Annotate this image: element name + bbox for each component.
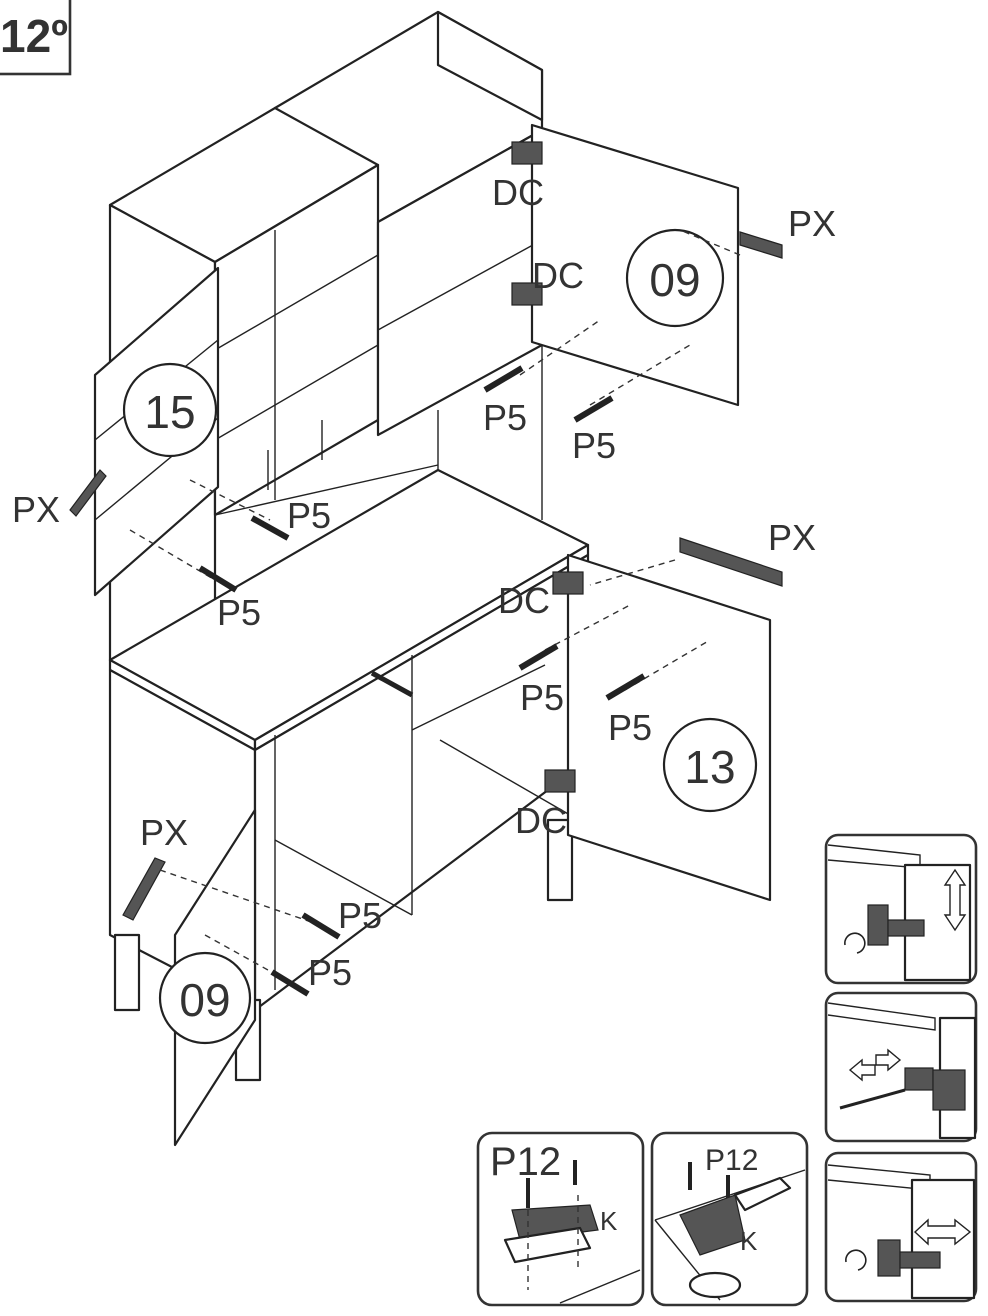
door-13: 13 bbox=[566, 553, 772, 902]
adjustment-detail-lateral bbox=[824, 1151, 978, 1303]
hinge-label: DC bbox=[532, 255, 584, 296]
screw-label: P5 bbox=[338, 895, 382, 936]
part-label-09-lower: 09 bbox=[179, 974, 230, 1026]
upper-hutch bbox=[108, 10, 590, 752]
adjustment-detail-vertical bbox=[824, 833, 978, 985]
mount-screw-label: P12 bbox=[705, 1144, 758, 1177]
hinge-icon bbox=[877, 1239, 901, 1277]
screw-label: P5 bbox=[572, 425, 616, 466]
lower-base bbox=[108, 553, 590, 1082]
hinge-label: DC bbox=[498, 580, 550, 621]
screw-label: P5 bbox=[287, 495, 331, 536]
screw-label: P5 bbox=[308, 952, 352, 993]
leg bbox=[113, 933, 141, 1012]
handle-label: PX bbox=[768, 517, 816, 558]
handle-label: PX bbox=[12, 489, 60, 530]
screw-label: P5 bbox=[217, 592, 261, 633]
screwdriver-icon bbox=[844, 932, 866, 954]
hinge-icon bbox=[904, 1067, 934, 1091]
arrow-icon bbox=[943, 868, 967, 932]
door-15: 15 bbox=[93, 266, 220, 597]
mounting-detail-plate: P12 K bbox=[476, 1131, 645, 1307]
screw-label: P5 bbox=[608, 707, 652, 748]
arrow-icon bbox=[875, 1048, 902, 1072]
screw-icon bbox=[198, 365, 646, 997]
hinge-label: DC bbox=[515, 800, 567, 841]
hinge-plate-label: K bbox=[740, 1226, 758, 1256]
step-badge: 12º bbox=[0, 0, 72, 76]
arrow-icon bbox=[848, 1058, 876, 1082]
part-label-09-upper: 09 bbox=[649, 254, 700, 306]
hinge-plate-label: K bbox=[600, 1206, 618, 1236]
screwdriver-icon bbox=[845, 1249, 867, 1271]
mount-screw-label: P12 bbox=[490, 1140, 561, 1184]
step-number: 12º bbox=[0, 10, 68, 62]
hinge-label: DC bbox=[492, 172, 544, 213]
hinge-icon bbox=[867, 904, 889, 946]
arrow-icon bbox=[913, 1218, 972, 1246]
part-label-15: 15 bbox=[144, 386, 195, 438]
adjustment-detail-depth bbox=[824, 991, 978, 1143]
handle-label: PX bbox=[140, 812, 188, 853]
part-label-13: 13 bbox=[684, 741, 735, 793]
door-09-lower: 09 bbox=[158, 808, 257, 1147]
handle-icon bbox=[69, 231, 783, 921]
screw-label: P5 bbox=[520, 677, 564, 718]
screw-label: P5 bbox=[483, 397, 527, 438]
handle-label: PX bbox=[788, 203, 836, 244]
screwdriver-icon bbox=[839, 1088, 906, 1110]
mounting-detail-hinge: P12 K bbox=[650, 1131, 809, 1307]
door-09-upper: 09 bbox=[530, 123, 740, 407]
hinge-icon bbox=[511, 141, 584, 793]
